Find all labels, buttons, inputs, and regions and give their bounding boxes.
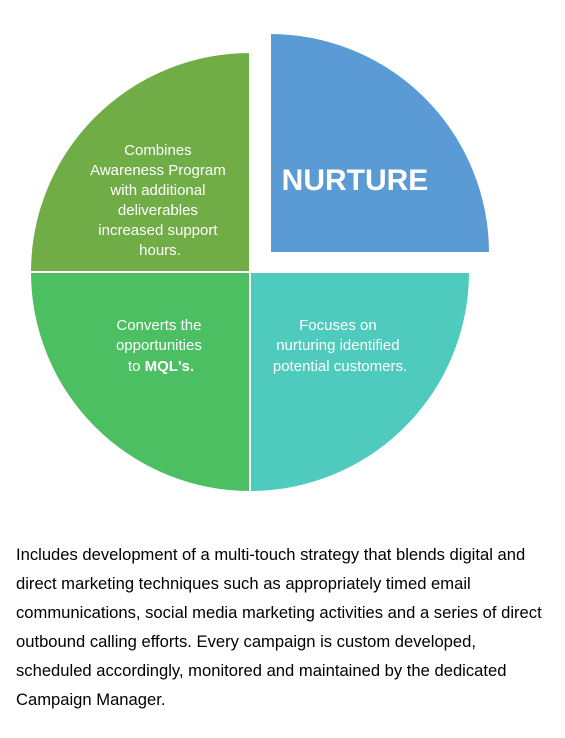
quadrant-pie-diagram: NURTURE Combines Awareness Program with … [28, 31, 492, 494]
quadrant-bottom-right [249, 271, 472, 494]
description-paragraph: Includes development of a multi-touch st… [16, 545, 542, 709]
quadrant-top-right-nurture [269, 31, 492, 254]
diagram-title: NURTURE [282, 164, 429, 197]
mqls-bold-text: MQL's. [145, 358, 194, 375]
quadrant-top-left [28, 50, 251, 273]
quadrant-bottom-left [28, 271, 251, 494]
top-left-label: Combines Awareness Program with addition… [90, 142, 230, 259]
bottom-left-label: Converts the opportunities to MQL's. [116, 317, 206, 375]
bottom-right-label: Focuses on nurturing identified potentia… [273, 317, 407, 375]
